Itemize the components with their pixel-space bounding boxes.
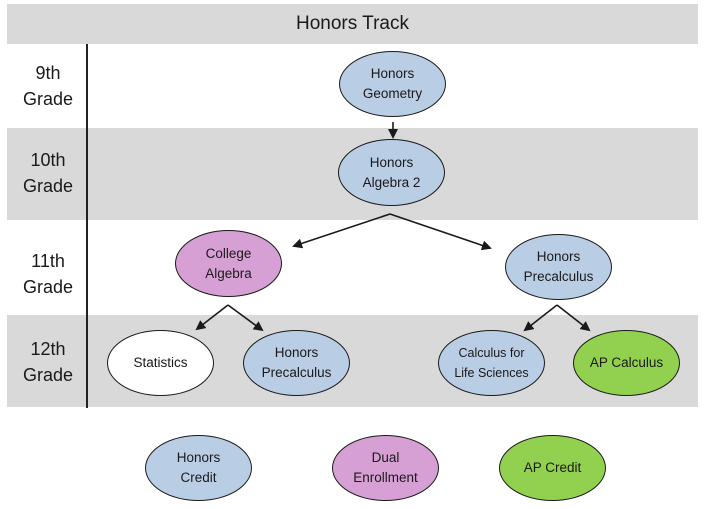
arrow-algebra2-to-honors-precalc [389, 213, 492, 251]
arrow-honors-precalc-to-calc-life-sciences [523, 304, 558, 332]
arrow-college-algebra-to-statistics [195, 304, 229, 331]
arrow-college-algebra-to-honors-precalc [227, 304, 264, 332]
arrow-honors-precalc-to-ap-calculus [556, 304, 591, 332]
node-statistics: Statistics [107, 330, 214, 396]
node-ap-calculus: AP Calculus [573, 330, 680, 396]
legend-ap-credit: AP Credit [499, 435, 606, 501]
diagram-title: Honors Track [7, 4, 698, 44]
grade-divider-line [86, 44, 88, 408]
arrow-algebra2-to-college-algebra [292, 213, 391, 249]
